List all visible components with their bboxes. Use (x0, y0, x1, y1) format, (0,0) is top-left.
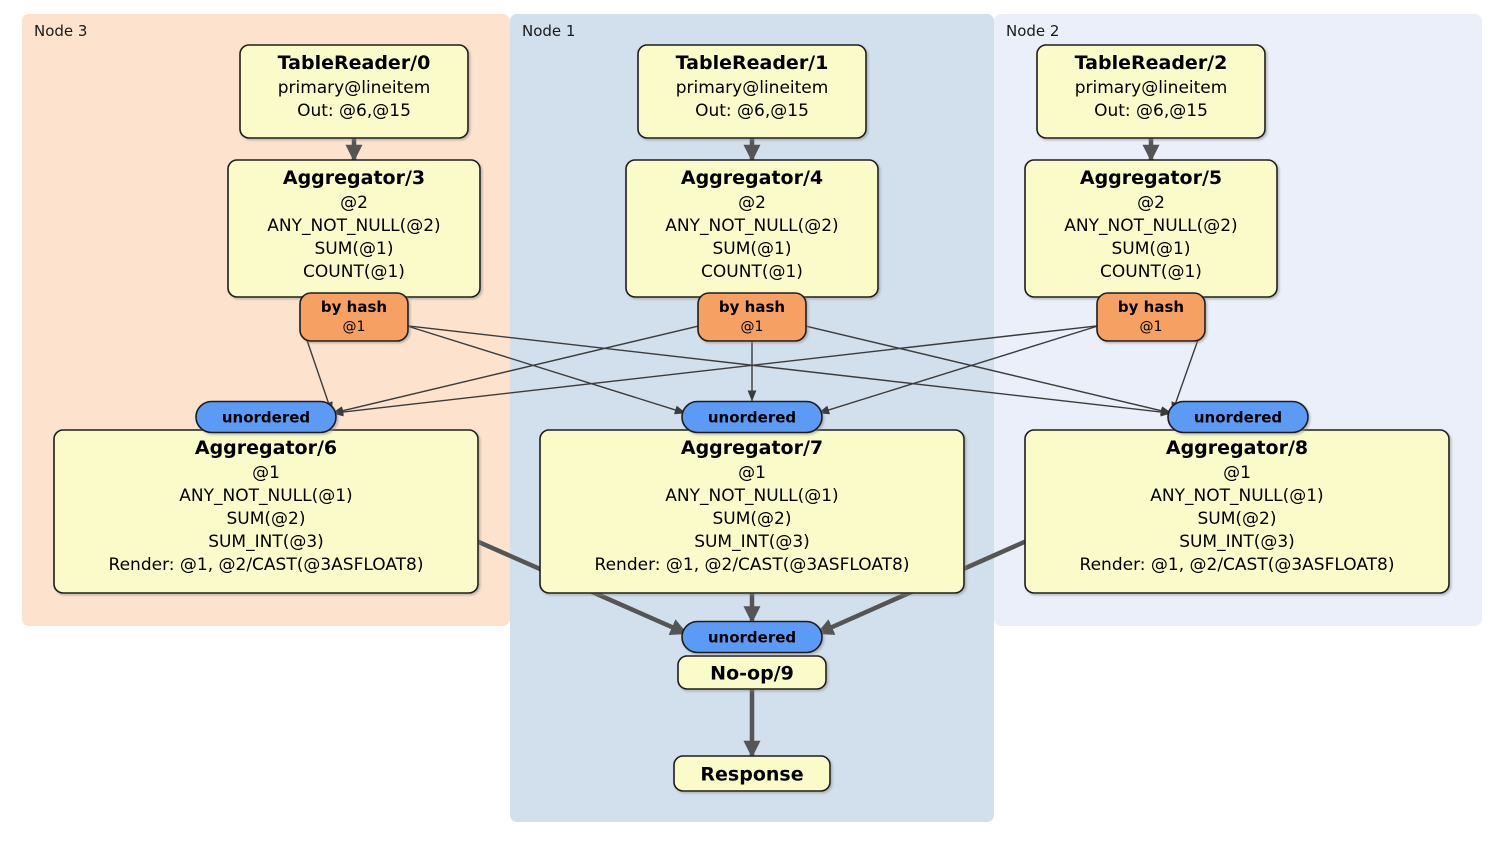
processor-noop9[interactable]: No-op/9 (677, 655, 827, 690)
processor-title: TableReader/2 (1075, 52, 1228, 74)
processor-response[interactable]: Response (673, 755, 831, 792)
processor-detail-line: SUM(@2) (227, 509, 306, 529)
processor-detail-line: COUNT(@1) (701, 262, 803, 282)
unordered-pill (1167, 400, 1309, 434)
processor-detail-line: Out: @6,@15 (297, 101, 411, 121)
processor-detail-line: @2 (340, 193, 368, 213)
processor-detail-line: @2 (738, 193, 766, 213)
processor-title: Aggregator/7 (681, 437, 823, 459)
processor-detail-line: COUNT(@1) (303, 262, 405, 282)
processor-detail-line: @2 (1137, 193, 1165, 213)
processor-title: Aggregator/3 (283, 167, 425, 189)
processor-title: TableReader/1 (676, 52, 829, 74)
processor-detail-line: ANY_NOT_NULL(@2) (267, 216, 440, 236)
processor-box (673, 755, 831, 792)
processor-box (239, 44, 469, 139)
stream-label: unordered (708, 409, 796, 427)
stream-label: unordered (708, 629, 796, 647)
processor-detail-line: ANY_NOT_NULL(@2) (665, 216, 838, 236)
edge-byhash4-to-unordered6 (331, 324, 701, 416)
processor-detail-line: COUNT(@1) (1100, 262, 1202, 282)
stream-label: unordered (1194, 409, 1282, 427)
router-column: @1 (741, 319, 764, 335)
edge-byhash3-to-unordered7 (405, 324, 687, 415)
by-hash-pill (299, 292, 409, 342)
unordered-pill (681, 620, 823, 654)
processor-detail-line: SUM(@1) (1112, 239, 1191, 259)
by-hash-pill (697, 292, 807, 342)
router-column: @1 (1140, 319, 1163, 335)
processor-box (637, 44, 867, 139)
stream-unordered6[interactable]: unordered (195, 400, 337, 434)
processor-detail-line: primary@lineitem (278, 78, 431, 98)
stream-unordered8[interactable]: unordered (1167, 400, 1309, 434)
processor-detail-line: Out: @6,@15 (695, 101, 809, 121)
processor-detail-line: Render: @1, @2/CAST(@3ASFLOAT8) (109, 555, 424, 575)
processor-detail-line: @1 (738, 463, 766, 483)
processor-detail-line: primary@lineitem (1075, 78, 1228, 98)
cluster-label-node2: Node 2 (1006, 22, 1059, 40)
processor-detail-line: Render: @1, @2/CAST(@3ASFLOAT8) (1080, 555, 1395, 575)
processor-detail-line: SUM(@2) (713, 509, 792, 529)
processor-box (1036, 44, 1266, 139)
edge-byhash5-to-unordered6 (331, 324, 1100, 417)
cluster-label-node3: Node 3 (34, 22, 87, 40)
router-title: by hash (321, 298, 387, 316)
processor-detail-line: ANY_NOT_NULL(@2) (1064, 216, 1237, 236)
processor-detail-line: SUM_INT(@3) (694, 532, 810, 552)
edge-byhash5-to-unordered7 (817, 324, 1100, 415)
router-title: by hash (1118, 298, 1184, 316)
processor-title: Aggregator/5 (1080, 167, 1222, 189)
router-byhash3[interactable]: by hash @1 (299, 292, 409, 342)
edge-byhash3-to-unordered8 (405, 324, 1173, 417)
processor-detail-line: SUM(@1) (713, 239, 792, 259)
cluster-label-node1: Node 1 (522, 22, 575, 40)
by-hash-pill (1096, 292, 1206, 342)
router-title: by hash (719, 298, 785, 316)
stream-unordered9[interactable]: unordered (681, 620, 823, 654)
processor-title: No-op/9 (710, 663, 794, 685)
processor-detail-line: @1 (1223, 463, 1251, 483)
processor-detail-line: Out: @6,@15 (1094, 101, 1208, 121)
stream-unordered7[interactable]: unordered (681, 400, 823, 434)
processor-title: Aggregator/4 (681, 167, 823, 189)
processor-detail-line: ANY_NOT_NULL(@1) (179, 486, 352, 506)
stream-label: unordered (222, 409, 310, 427)
router-byhash4[interactable]: by hash @1 (697, 292, 807, 342)
processor-box (677, 655, 827, 690)
cluster-labels: Node 3 Node 1 Node 2 (34, 22, 1059, 40)
processor-detail-line: ANY_NOT_NULL(@1) (665, 486, 838, 506)
processor-detail-line: SUM_INT(@3) (1179, 532, 1295, 552)
processor-detail-line: Render: @1, @2/CAST(@3ASFLOAT8) (595, 555, 910, 575)
processor-title: Aggregator/6 (195, 437, 337, 459)
processor-detail-line: SUM_INT(@3) (208, 532, 324, 552)
processor-title: Response (700, 764, 803, 786)
unordered-pill (195, 400, 337, 434)
processor-detail-line: SUM(@2) (1198, 509, 1277, 529)
processor-detail-line: SUM(@1) (315, 239, 394, 259)
router-byhash5[interactable]: by hash @1 (1096, 292, 1206, 342)
processor-title: Aggregator/8 (1166, 437, 1308, 459)
unordered-pill (681, 400, 823, 434)
edge-byhash4-to-unordered8 (803, 324, 1173, 416)
router-column: @1 (343, 319, 366, 335)
processor-detail-line: primary@lineitem (676, 78, 829, 98)
processor-detail-line: @1 (252, 463, 280, 483)
processor-detail-line: ANY_NOT_NULL(@1) (1150, 486, 1323, 506)
processor-title: TableReader/0 (278, 52, 431, 74)
